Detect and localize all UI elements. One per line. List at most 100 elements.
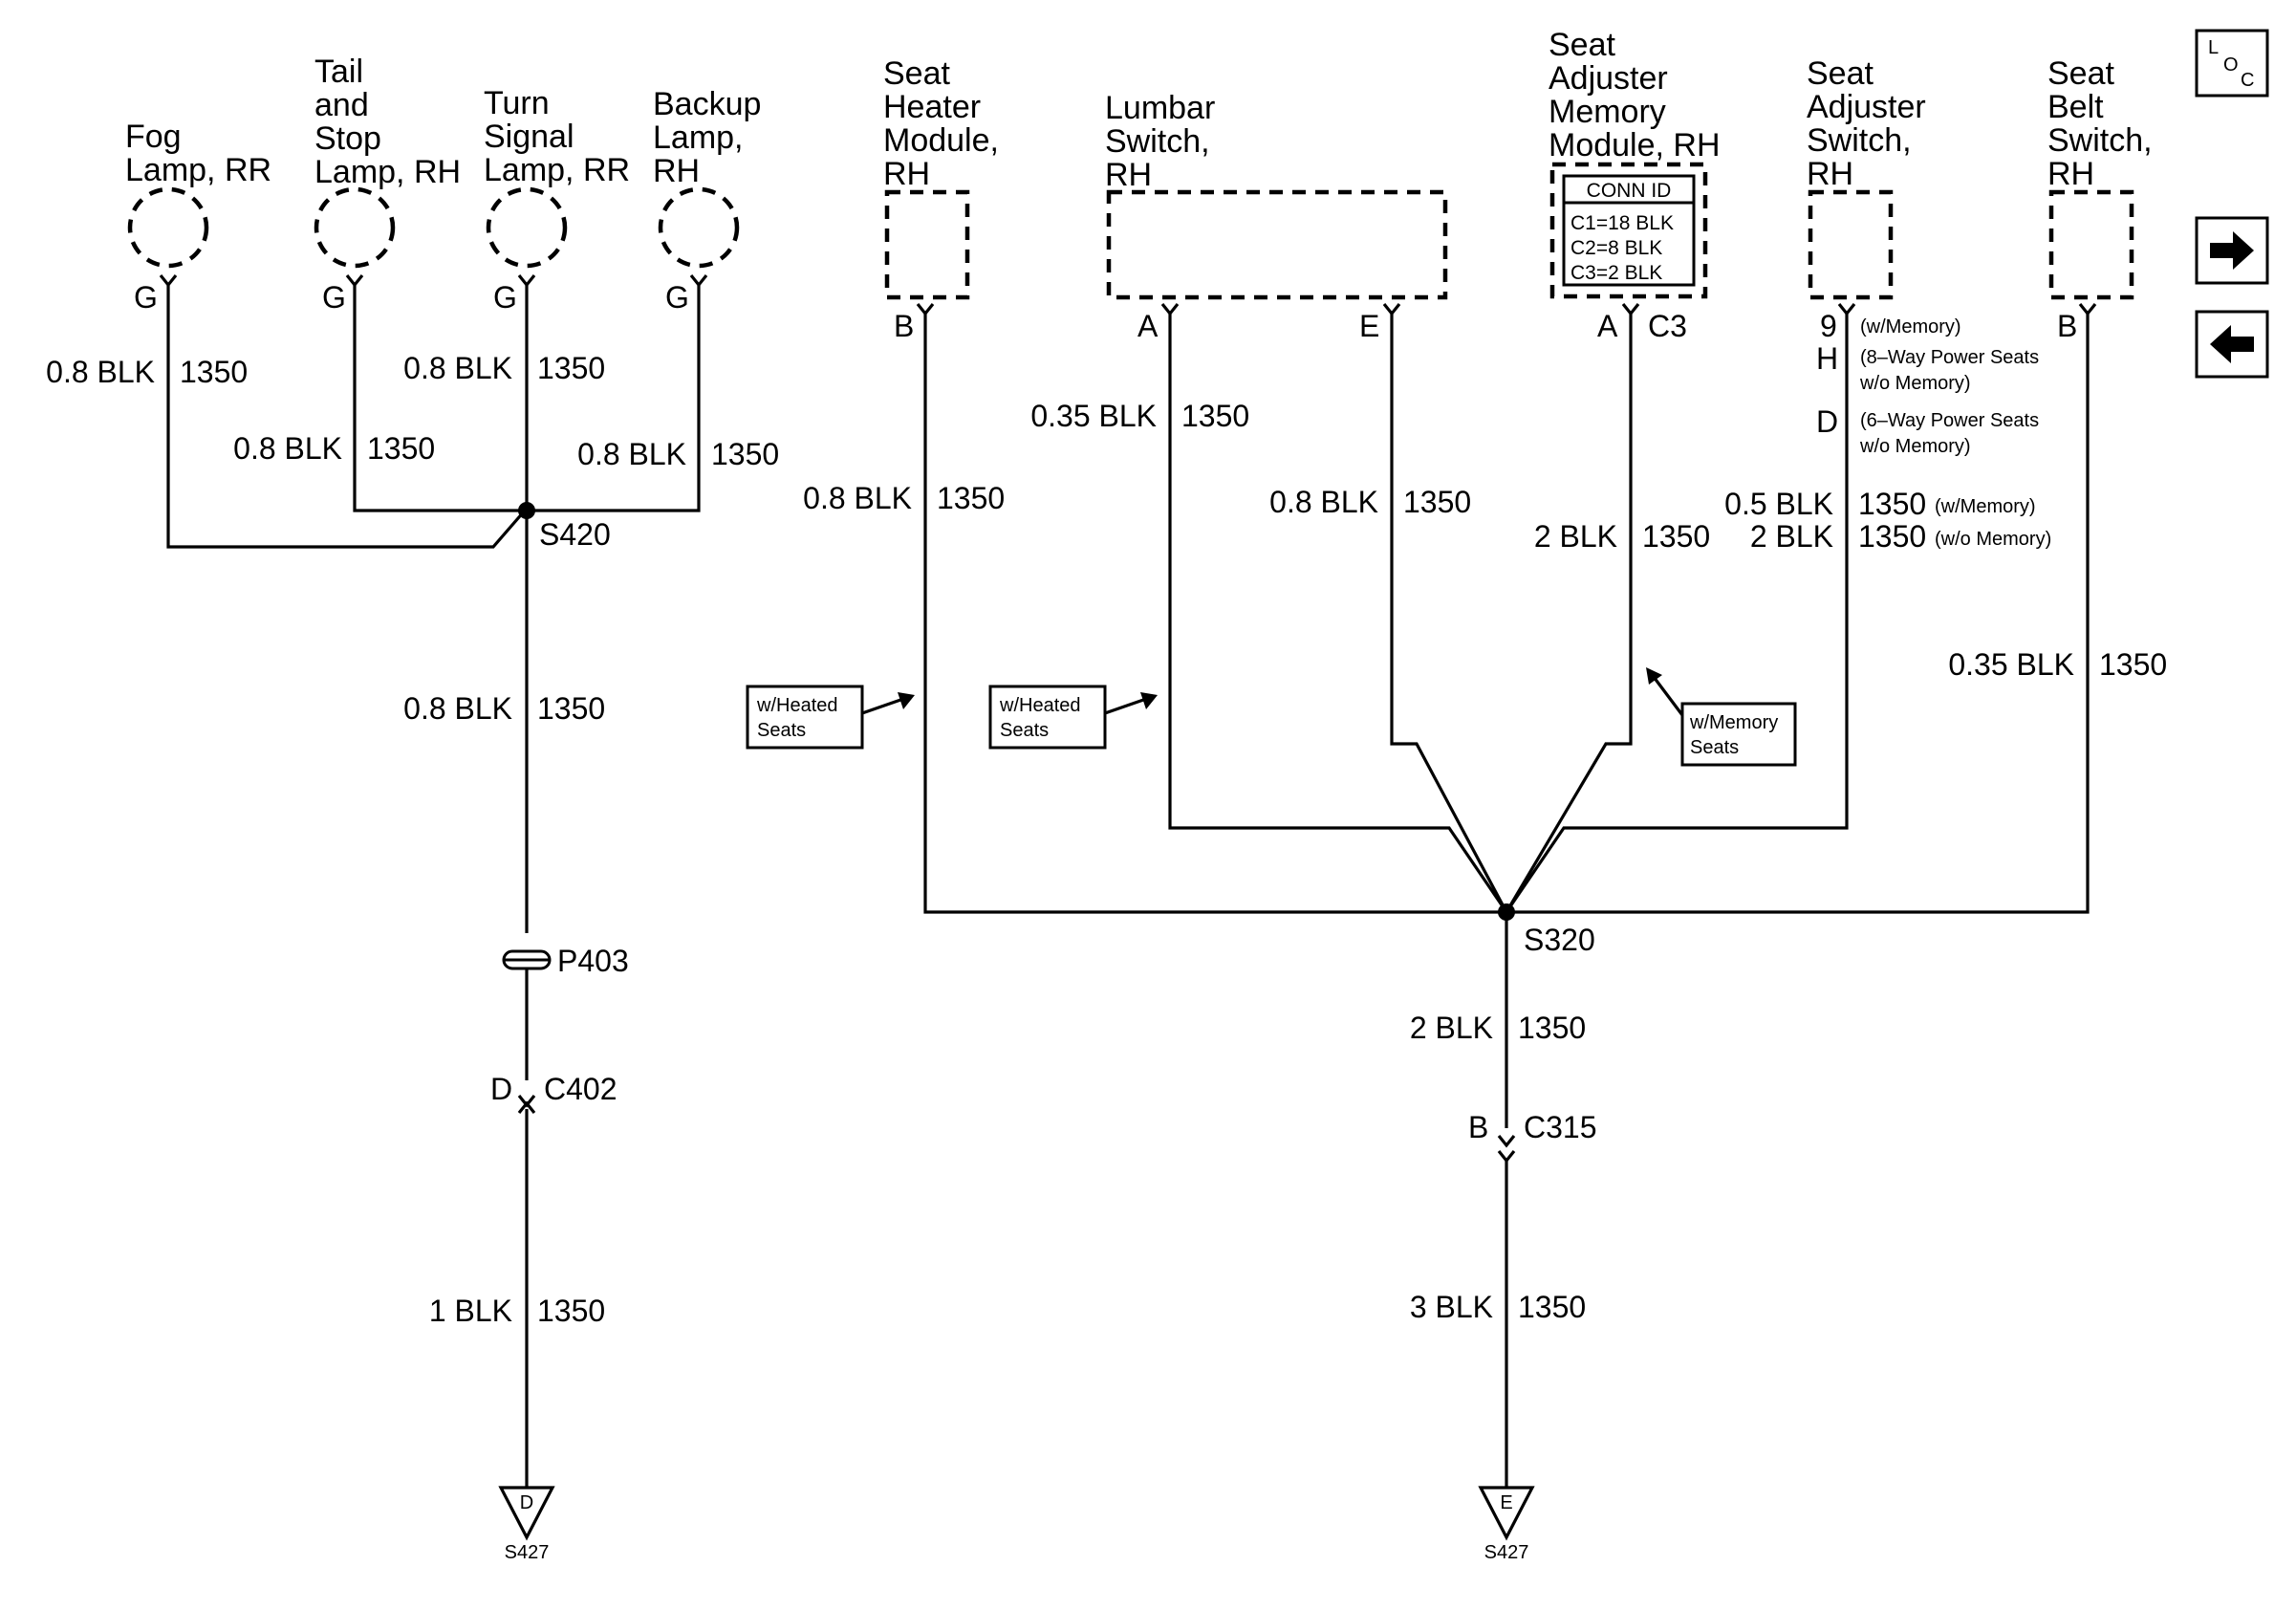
adjuster-h-note: (8–Way Power Seats w/o Memory): [1859, 347, 2045, 394]
memory-pin-marker: [1621, 303, 1640, 316]
adjuster-h-pin: H: [1816, 341, 1838, 376]
fog-wire-circuit: 1350: [180, 355, 248, 389]
left-circuit: Fog Lamp, RR Tail and Stop Lamp, RH Turn…: [46, 54, 779, 1563]
adjuster-wire-circuit-memory: 1350: [1858, 487, 1926, 521]
backup-lamp-title: Backup Lamp, RH: [653, 86, 770, 189]
c315-wire-size: 3 BLK: [1410, 1290, 1493, 1324]
adjuster-d-note: (6–Way Power Seats w/o Memory): [1859, 410, 2045, 457]
forward-button[interactable]: [2195, 216, 2269, 285]
adjuster-switch-box: [1808, 189, 1894, 300]
lumbar-e-pin-marker: [1382, 303, 1401, 316]
conn-id-line: C2=8 BLK: [1570, 237, 1662, 259]
conn-id-box: CONN ID C1=18 BLK C2=8 BLK C3=2 BLK: [1562, 174, 1696, 287]
svg-text:C: C: [2241, 70, 2254, 91]
s320-label: S320: [1524, 923, 1595, 957]
lumbar-e-wire-size: 0.8 BLK: [1269, 485, 1378, 519]
arrow-right-icon: [2210, 231, 2254, 270]
lumbar-a-wire-circuit: 1350: [1181, 399, 1249, 433]
belt-switch-box: [2048, 189, 2134, 300]
option-memory-seats: w/Memory Seats: [1680, 702, 1797, 767]
svg-text:Seats: Seats: [1690, 737, 1739, 758]
svg-text:w/Heated: w/Heated: [999, 695, 1081, 716]
tail-pin-marker: [345, 274, 364, 288]
adjuster-switch-title: Seat Adjuster Switch, RH: [1807, 55, 1935, 192]
lumbar-switch-title: Lumbar Switch, RH: [1105, 90, 1224, 193]
fog-wire: [166, 285, 527, 549]
svg-text:Seats: Seats: [757, 720, 806, 741]
adjuster-9-pin: 9: [1820, 309, 1837, 343]
s320-wire-circuit: 1350: [1518, 1011, 1586, 1045]
p403-connector-symbol: [502, 949, 552, 970]
fog-lamp-title: Fog Lamp, RR: [125, 119, 271, 188]
tail-lamp-title: Tail and Stop Lamp, RH: [314, 54, 461, 190]
s420-splice-dot: [518, 502, 535, 519]
belt-wire-circuit: 1350: [2099, 647, 2167, 682]
ground-d-letter: D: [520, 1492, 533, 1513]
adjuster-wire: [1505, 314, 1849, 913]
main-left-wire-size: 0.8 BLK: [403, 691, 512, 726]
fog-pin: G: [134, 280, 158, 315]
turn-pin: G: [493, 280, 517, 315]
ground-e-symbol: [1478, 1486, 1535, 1541]
adjuster-wire-note-memory: (w/Memory): [1935, 496, 2036, 517]
loc-button[interactable]: L O C: [2195, 29, 2269, 98]
seat-heater-module-title: Seat Heater Module, RH: [883, 55, 1007, 192]
c315-label: C315: [1524, 1110, 1597, 1144]
backup-lamp-symbol: [658, 186, 740, 269]
conn-id-line: C1=18 BLK: [1570, 212, 1674, 234]
heater-wire-size: 0.8 BLK: [803, 481, 912, 515]
ground-d-symbol: [498, 1486, 555, 1541]
p403-label: P403: [557, 944, 629, 978]
memory-wire: [1505, 314, 1633, 913]
ground-e-letter: E: [1500, 1492, 1512, 1513]
svg-text:O: O: [2223, 54, 2239, 76]
memory-module-box: [1549, 162, 1708, 299]
option-heated-seats-2: w/Heated Seats: [988, 685, 1107, 750]
belt-switch-title: Seat Belt Switch, RH: [2047, 55, 2161, 192]
backup-pin: G: [665, 280, 689, 315]
heater-pin: B: [894, 309, 914, 343]
tail-wire-circuit: 1350: [367, 431, 435, 466]
option-heated-seats-2-arrow: [1104, 696, 1150, 715]
s320-splice-dot: [1498, 903, 1515, 921]
adjuster-wire-size-memory: 0.5 BLK: [1724, 487, 1833, 521]
c315-pin: B: [1468, 1110, 1488, 1144]
lumbar-a-wire-size: 0.35 BLK: [1030, 399, 1157, 433]
lumbar-a-pin: A: [1137, 309, 1159, 343]
fog-lamp-symbol: [127, 186, 209, 269]
adjuster-wire-size-no-memory: 2 BLK: [1750, 519, 1833, 554]
tail-lamp-symbol: [314, 186, 396, 269]
lower-left-wire-circuit: 1350: [537, 1294, 605, 1328]
s420-label: S420: [539, 517, 611, 552]
svg-text:L: L: [2208, 37, 2219, 58]
option-memory-seats-arrow: [1652, 676, 1684, 716]
backup-wire: [529, 285, 701, 512]
fog-pin-marker: [159, 274, 178, 288]
lumbar-e-wire: [1390, 314, 1508, 913]
svg-text:Seats: Seats: [1000, 720, 1049, 741]
belt-pin: B: [2057, 309, 2077, 343]
c402-label: C402: [544, 1072, 617, 1106]
svg-text:w/Memory: w/Memory: [1689, 712, 1778, 733]
c402-pin: D: [490, 1072, 512, 1106]
memory-module-title: Seat Adjuster Memory Module, RH: [1549, 27, 1721, 163]
lumbar-e-pin: E: [1359, 309, 1379, 343]
tail-pin: G: [322, 280, 346, 315]
option-heated-seats-1-arrowhead: [898, 692, 915, 709]
turn-wire-size: 0.8 BLK: [403, 351, 512, 385]
turn-pin-marker: [517, 274, 536, 288]
backup-pin-marker: [689, 274, 708, 288]
turn-lamp-title: Turn Signal Lamp, RR: [484, 85, 630, 188]
adjuster-d-pin: D: [1816, 404, 1838, 439]
main-left-wire-circuit: 1350: [537, 691, 605, 726]
memory-wire-size: 2 BLK: [1534, 519, 1617, 554]
c315-wire-circuit: 1350: [1518, 1290, 1586, 1324]
c402-connector-symbol: [517, 1095, 536, 1114]
fog-wire-size: 0.8 BLK: [46, 355, 155, 389]
heater-wire-circuit: 1350: [937, 481, 1005, 515]
option-memory-seats-arrowhead: [1646, 667, 1662, 685]
conn-id-line: C3=2 BLK: [1570, 262, 1662, 284]
back-button[interactable]: [2195, 310, 2269, 379]
heater-pin-marker: [916, 303, 935, 316]
